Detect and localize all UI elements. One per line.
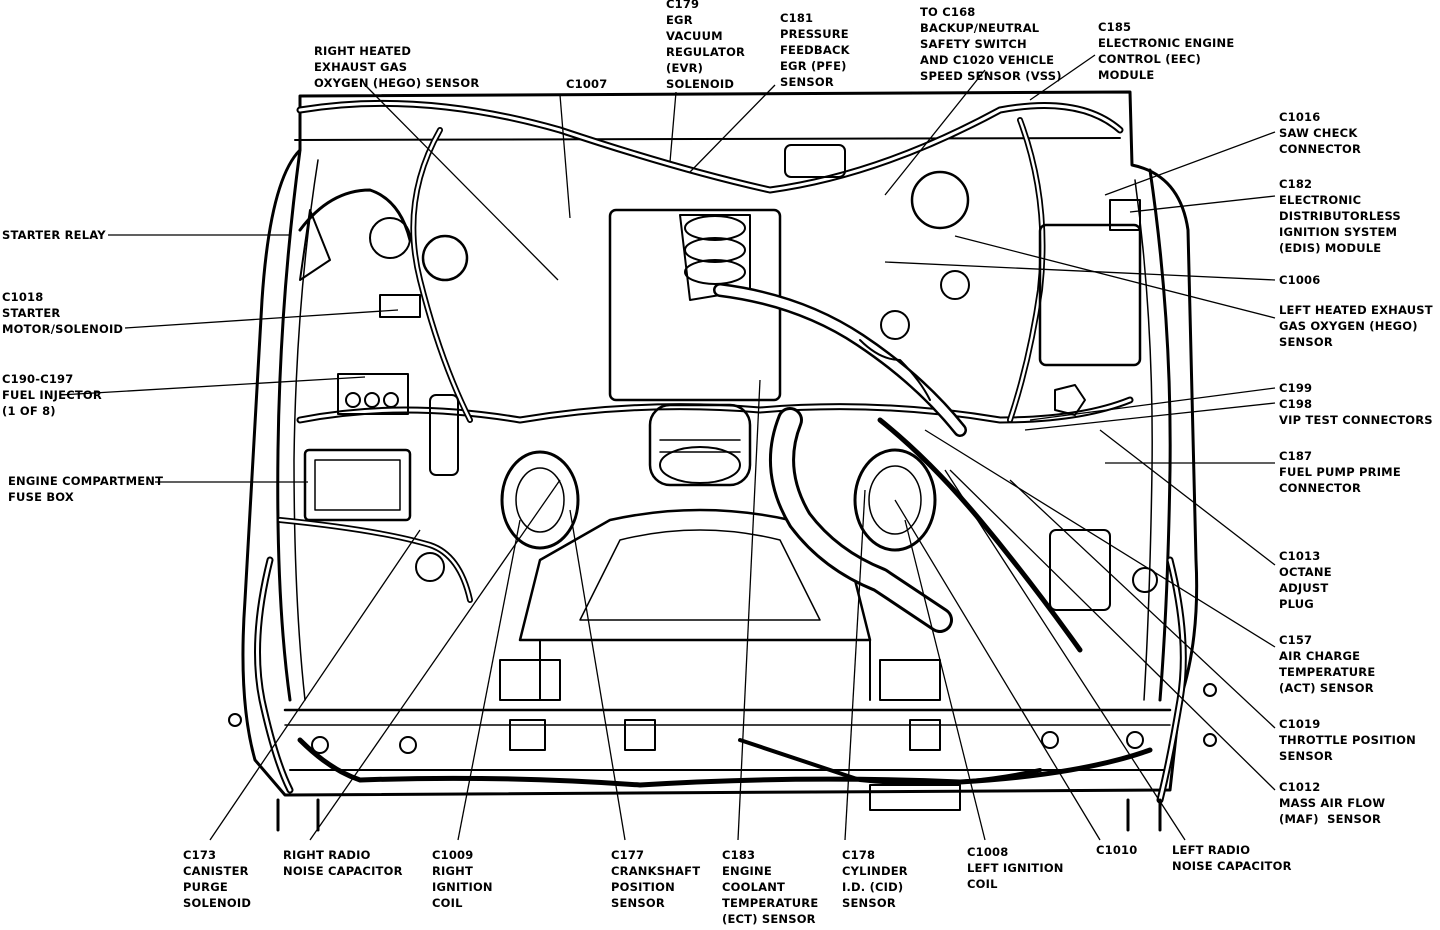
label-right-hego: RIGHT HEATED EXHAUST GAS OXYGEN (HEGO) S… — [314, 44, 480, 90]
label-c157: C157 AIR CHARGE TEMPERATURE (ACT) SENSOR — [1279, 633, 1376, 695]
label-c177: C177 CRANKSHAFT POSITION SENSOR — [611, 848, 701, 910]
fuel-injector — [337, 373, 409, 415]
label-right-radio: RIGHT RADIO NOISE CAPACITOR — [283, 848, 403, 878]
label-c1018: C1018 STARTER MOTOR/SOLENOID — [2, 290, 124, 336]
label-c182: C182 ELECTRONIC DISTRIBUTORLESS IGNITION… — [1279, 177, 1401, 255]
label-starter-relay: STARTER RELAY — [2, 228, 106, 242]
right-components — [784, 144, 1158, 611]
label-c1007: C1007 — [566, 77, 608, 91]
intake-assembly — [608, 208, 967, 437]
bottom-connectors — [228, 683, 1217, 832]
label-c1006: C1006 — [1279, 273, 1321, 287]
label-c190: C190-C197 FUEL INJECTOR (1 OF 8) — [2, 372, 102, 418]
label-c1009: C1009 RIGHT IGNITION COIL — [432, 848, 493, 910]
label-left-radio: LEFT RADIO NOISE CAPACITOR — [1172, 843, 1292, 873]
label-c173: C173 CANISTER PURGE SOLENOID — [183, 848, 252, 910]
label-c181: C181 PRESSURE FEEDBACK EGR (PFE) SENSOR — [780, 11, 850, 89]
label-left-hego: LEFT HEATED EXHAUST GAS OXYGEN (HEGO) SE… — [1279, 303, 1433, 349]
label-c1008: C1008 LEFT IGNITION COIL — [967, 845, 1064, 891]
ignition-coils — [500, 448, 937, 552]
label-fuse-box: ENGINE COMPARTMENT FUSE BOX — [8, 474, 164, 504]
label-c1016: C1016 SAW CHECK CONNECTOR — [1279, 110, 1362, 156]
radiator-hose — [769, 407, 953, 633]
fan-shroud — [499, 508, 941, 701]
label-c185: C185 ELECTRONIC ENGINE CONTROL (EEC) MOD… — [1098, 20, 1235, 82]
wiring-harness — [254, 99, 1187, 804]
label-c1019: C1019 THROTTLE POSITION SENSOR — [1279, 717, 1416, 763]
label-c1012: C1012 MASS AIR FLOW (MAF) SENSOR — [1279, 780, 1386, 826]
leader-lines — [59, 54, 1276, 841]
label-c199: C199 — [1279, 381, 1313, 395]
fuse-box — [303, 448, 412, 522]
label-c179: C179 EGR VACUUM REGULATOR (EVR) SOLENOID — [666, 0, 746, 91]
label-c187: C187 FUEL PUMP PRIME CONNECTOR — [1279, 449, 1401, 495]
label-c178: C178 CYLINDER I.D. (CID) SENSOR — [842, 848, 908, 910]
left-components — [298, 188, 469, 582]
label-c168: TO C168 BACKUP/NEUTRAL SAFETY SWITCH AND… — [920, 5, 1062, 83]
label-c1013: C1013 OCTANE ADJUST PLUG — [1279, 549, 1332, 611]
alternator — [648, 403, 752, 487]
label-c183: C183 ENGINE COOLANT TEMPERATURE (ECT) SE… — [722, 848, 819, 926]
label-c1010: C1010 — [1096, 843, 1138, 857]
label-c198: C198 VIP TEST CONNECTORS — [1279, 397, 1433, 427]
